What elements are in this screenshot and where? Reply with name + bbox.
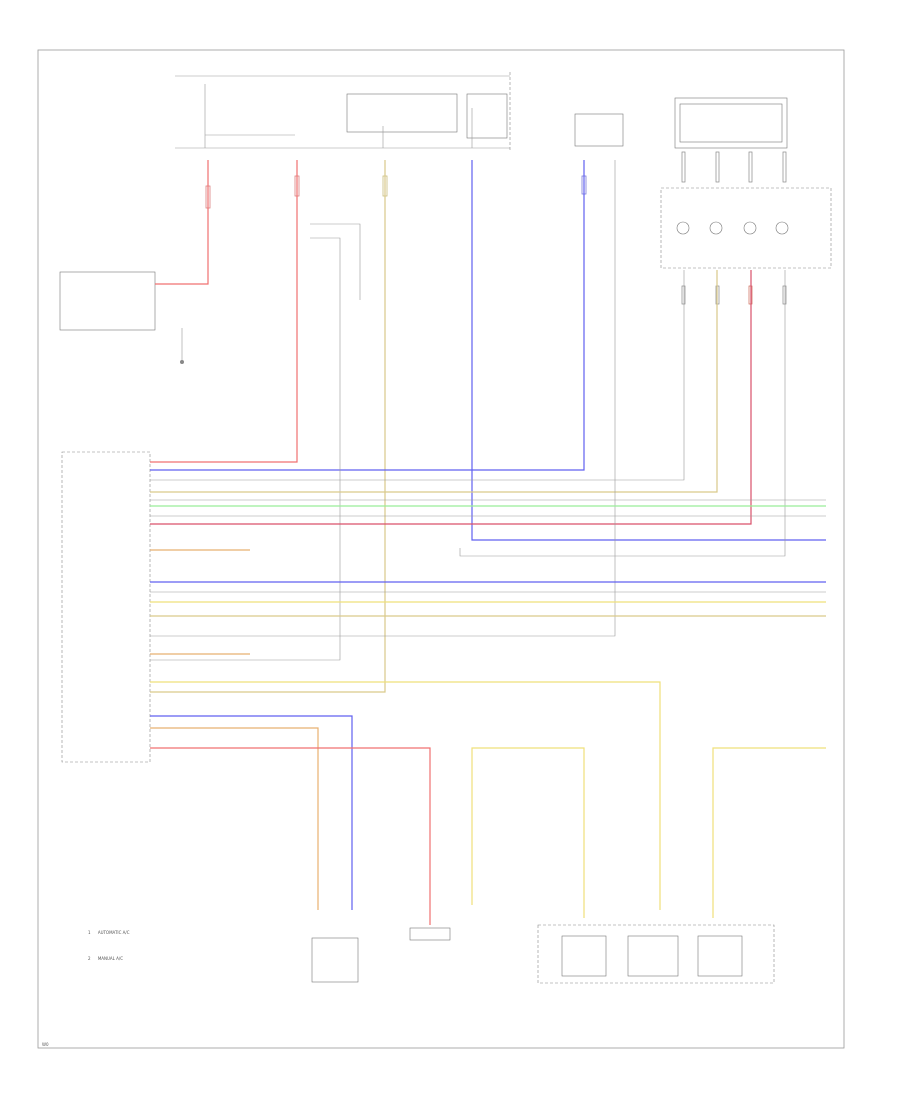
legend-item-2: 2 MANUAL A/C [88,956,123,961]
fuse-junction-block [175,72,511,150]
legend: 1 AUTOMATIC A/C 2 MANUAL A/C W0 [42,930,130,1047]
connector-marks-top [205,175,587,209]
wires-vertical [150,160,826,693]
top-right-components [574,97,832,305]
control-module [61,451,151,763]
wires-horizontal [150,499,826,925]
left-sensor-module [59,271,184,364]
bottom-components [311,747,826,984]
legend-item-1: 1 AUTOMATIC A/C [88,930,130,935]
footer-code: W0 [42,1042,49,1047]
diagram-frame [37,49,845,1049]
